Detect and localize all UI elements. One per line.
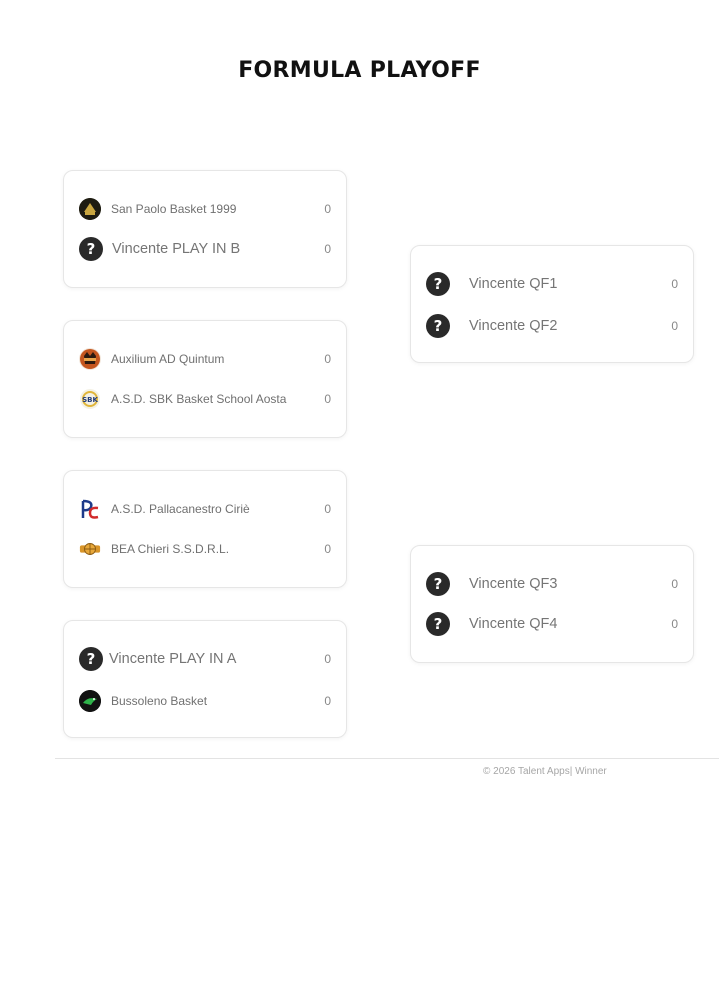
- team-name: San Paolo Basket 1999: [111, 202, 237, 216]
- match-card-sf1[interactable]: ? Vincente QF1 0 ? Vincente QF2 0: [410, 245, 694, 363]
- team-name: Bussoleno Basket: [111, 694, 208, 708]
- team-score: 0: [324, 392, 331, 406]
- match-card-qf4[interactable]: ? Vincente PLAY IN A 0 Bussoleno Basket …: [63, 620, 347, 738]
- team-row[interactable]: Auxilium AD Quintum 0: [64, 345, 346, 373]
- match-card-qf3[interactable]: A.S.D. Pallacanestro Ciriè 0 BEA Chieri …: [63, 470, 347, 588]
- team-row[interactable]: BEA Chieri S.S.D.R.L. 0: [64, 535, 346, 563]
- question-icon: ?: [426, 572, 450, 596]
- question-icon: ?: [79, 647, 103, 671]
- match-card-qf1[interactable]: San Paolo Basket 1999 0 ? Vincente PLAY …: [63, 170, 347, 288]
- team-score: 0: [671, 617, 678, 631]
- team-row[interactable]: SBK A.S.D. SBK Basket School Aosta 0: [64, 385, 346, 413]
- team-name: A.S.D. Pallacanestro Ciriè: [111, 502, 250, 516]
- team-name: Vincente QF3: [469, 576, 558, 592]
- team-row[interactable]: ? Vincente PLAY IN B 0: [64, 235, 346, 263]
- team-row[interactable]: ? Vincente QF1 0: [411, 270, 693, 298]
- team-row[interactable]: ? Vincente QF3 0: [411, 570, 693, 598]
- team-row[interactable]: ? Vincente QF2 0: [411, 312, 693, 340]
- team-score: 0: [324, 694, 331, 708]
- question-icon: ?: [426, 314, 450, 338]
- team-score: 0: [324, 202, 331, 216]
- team-row[interactable]: ? Vincente QF4 0: [411, 610, 693, 638]
- team-row[interactable]: San Paolo Basket 1999 0: [64, 195, 346, 223]
- sbk-logo: SBK: [79, 388, 101, 410]
- question-icon: ?: [426, 612, 450, 636]
- team-row[interactable]: ? Vincente PLAY IN A 0: [64, 645, 346, 673]
- team-name: Vincente PLAY IN A: [109, 651, 237, 667]
- question-icon: ?: [79, 237, 103, 261]
- team-row[interactable]: A.S.D. Pallacanestro Ciriè 0: [64, 495, 346, 523]
- team-score: 0: [324, 652, 331, 666]
- auxilium-logo: [79, 348, 101, 370]
- team-name: A.S.D. SBK Basket School Aosta: [111, 392, 287, 406]
- pallacanestro-cirie-logo: [79, 498, 101, 520]
- team-name: Auxilium AD Quintum: [111, 352, 225, 366]
- team-name: Vincente QF4: [469, 616, 558, 632]
- team-name: Vincente QF2: [469, 318, 558, 334]
- question-icon: ?: [426, 272, 450, 296]
- page-title: FORMULA PLAYOFF: [238, 58, 481, 83]
- team-row[interactable]: Bussoleno Basket 0: [64, 687, 346, 715]
- team-score: 0: [671, 577, 678, 591]
- team-score: 0: [671, 319, 678, 333]
- team-score: 0: [324, 502, 331, 516]
- san-paolo-logo: [79, 198, 101, 220]
- match-card-qf2[interactable]: Auxilium AD Quintum 0 SBK A.S.D. SBK Bas…: [63, 320, 347, 438]
- bussoleno-logo: [79, 690, 101, 712]
- team-name: BEA Chieri S.S.D.R.L.: [111, 542, 230, 556]
- copyright-text: © 2026 Talent Apps| Winner: [483, 766, 607, 777]
- footer-divider: [55, 758, 719, 759]
- team-score: 0: [324, 352, 331, 366]
- team-score: 0: [324, 242, 331, 256]
- team-name: Vincente QF1: [469, 276, 558, 292]
- svg-text:SBK: SBK: [82, 396, 98, 404]
- bea-chieri-logo: [79, 538, 101, 560]
- team-score: 0: [324, 542, 331, 556]
- team-score: 0: [671, 277, 678, 291]
- match-card-sf2[interactable]: ? Vincente QF3 0 ? Vincente QF4 0: [410, 545, 694, 663]
- team-name: Vincente PLAY IN B: [112, 241, 241, 257]
